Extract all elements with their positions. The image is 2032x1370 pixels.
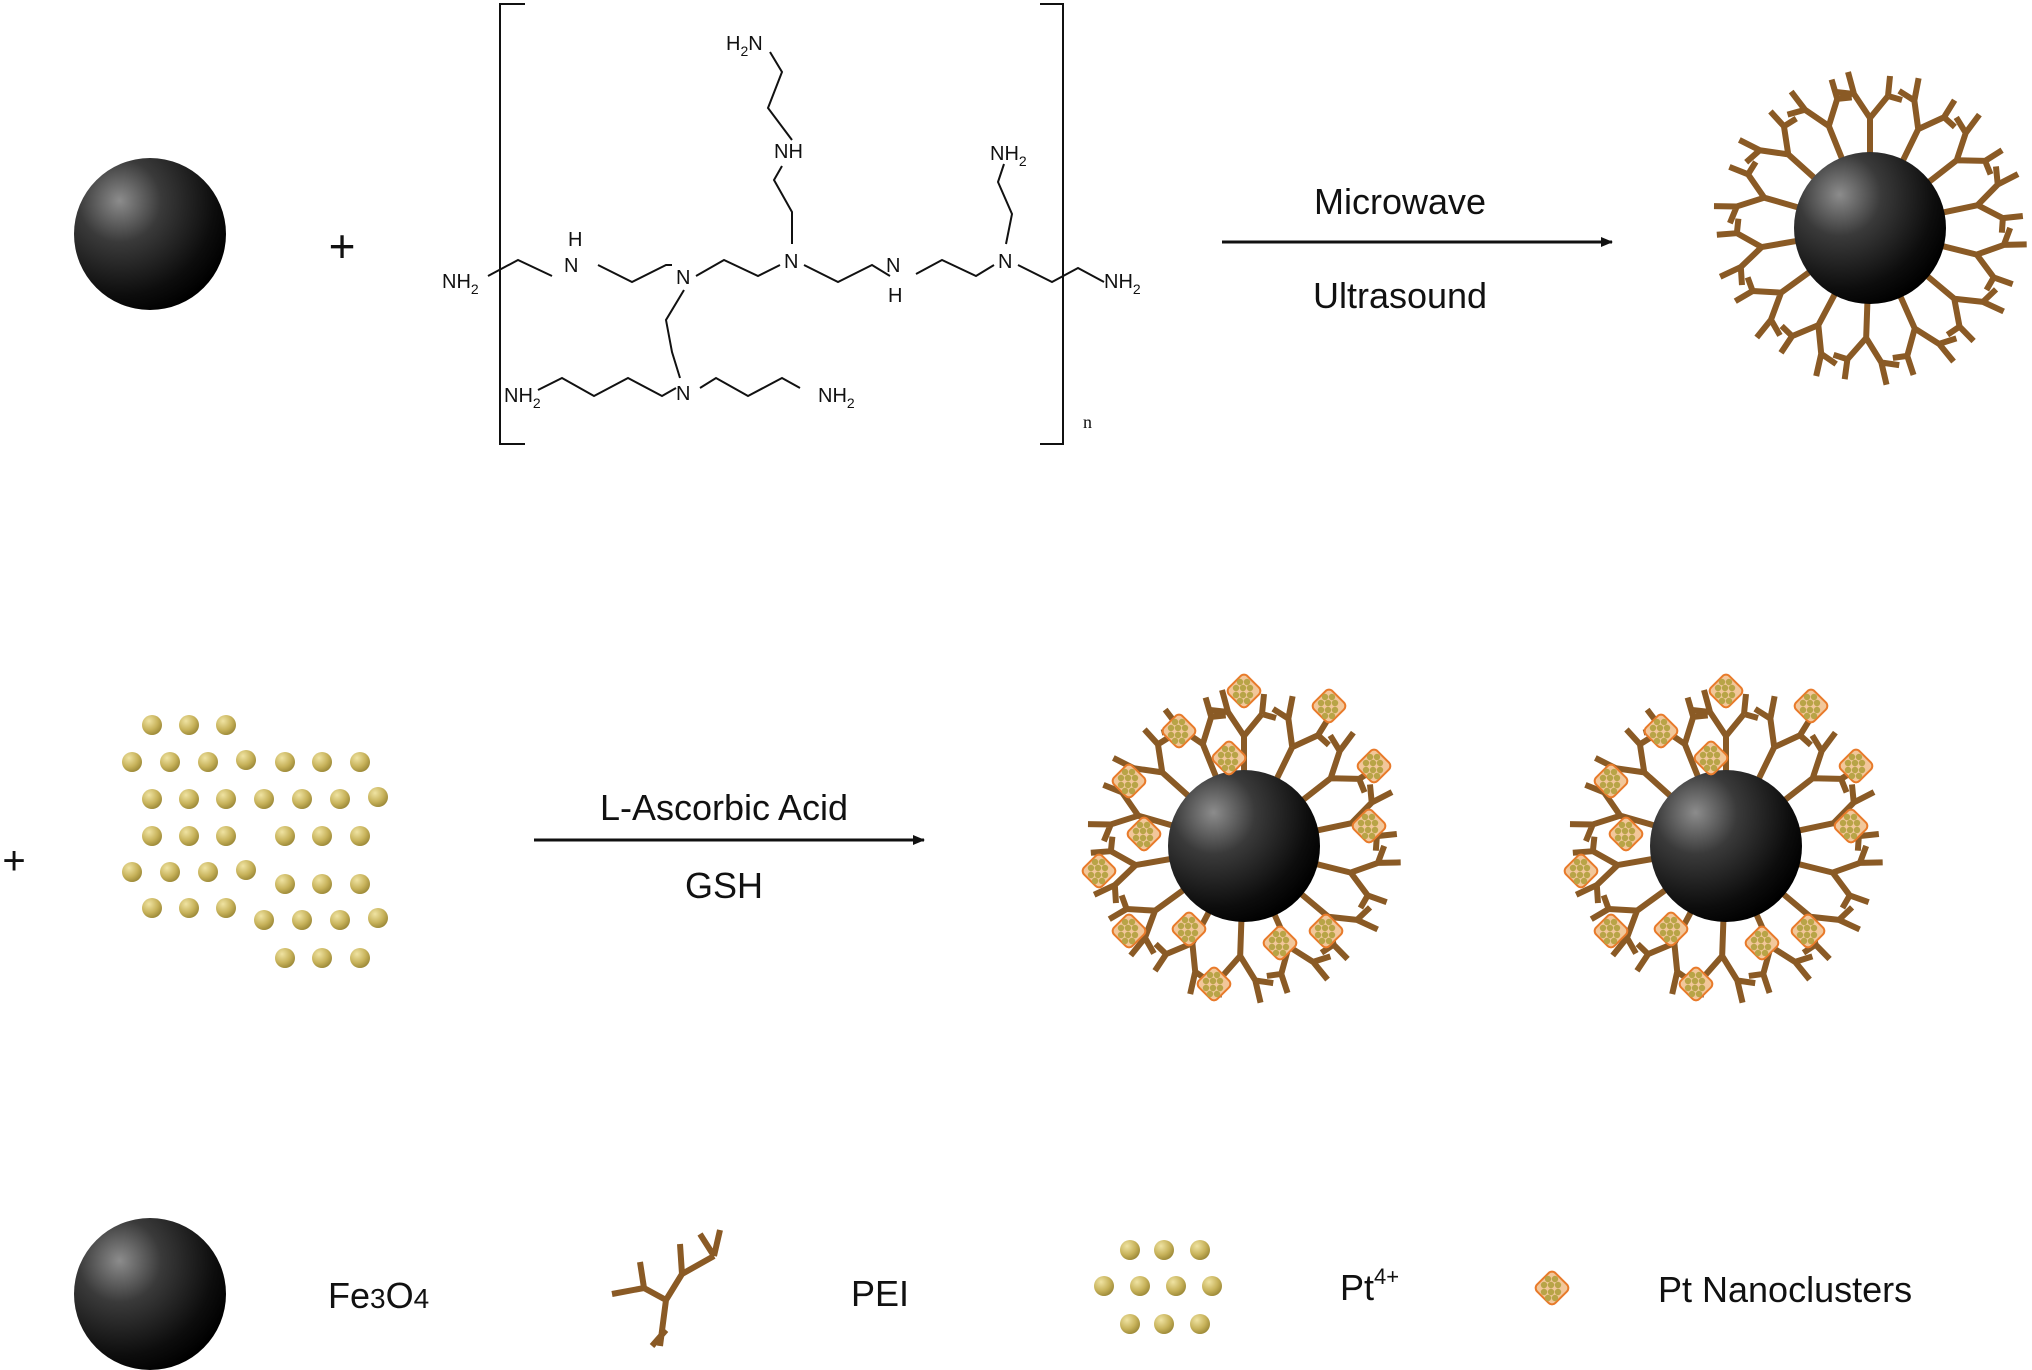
legend-pt-ion-label: Pt4+ [1340, 1264, 1399, 1308]
legend-pt-nano-label: Pt Nanoclusters [1658, 1269, 1912, 1310]
repeat-index: n [1083, 412, 1092, 432]
step1-condition-top: Microwave [1314, 181, 1486, 222]
step2-condition-bottom: GSH [685, 865, 763, 906]
svg-text:H: H [888, 285, 902, 307]
pt-decorated-particle-2 [1563, 673, 1886, 1003]
legend: Fe3O4 PEI Pt4+ Pt Nanoclusters [74, 1218, 1912, 1370]
svg-text:N: N [784, 251, 798, 273]
svg-text:NH2: NH2 [818, 385, 855, 411]
legend-pt-ion-swatch [1094, 1240, 1222, 1334]
legend-fe3o4-swatch [74, 1218, 226, 1370]
svg-text:N: N [676, 383, 690, 405]
plus-sign-row2: + [2, 839, 25, 883]
legend-pt-nano-swatch [1532, 1268, 1572, 1308]
svg-text:NH: NH [774, 141, 803, 163]
legend-fe3o4-label: Fe3O4 [328, 1275, 429, 1316]
svg-text:NH2: NH2 [1104, 271, 1141, 297]
svg-text:N: N [886, 255, 900, 277]
fe3o4-sphere [74, 158, 226, 310]
pt-decorated-particle-1 [1081, 673, 1404, 1003]
step1-condition-bottom: Ultrasound [1313, 275, 1487, 316]
svg-text:NH2: NH2 [990, 143, 1027, 169]
step2-condition-top: L-Ascorbic Acid [600, 787, 848, 828]
legend-pei-swatch [611, 1229, 723, 1348]
svg-text:H: H [568, 229, 582, 251]
svg-text:NH2: NH2 [504, 385, 541, 411]
svg-text:N: N [998, 251, 1012, 273]
svg-text:N: N [564, 255, 578, 277]
svg-text:N: N [676, 267, 690, 289]
pt-ion-cluster [122, 715, 388, 968]
svg-text:H2N: H2N [726, 33, 763, 59]
pei-coated-fe3o4 [1711, 71, 2030, 385]
legend-pei-label: PEI [851, 1273, 909, 1314]
pei-structure: n NH2 H N N N N [442, 3, 1141, 445]
svg-text:NH2: NH2 [442, 271, 479, 297]
plus-sign-row1: + [329, 220, 356, 272]
